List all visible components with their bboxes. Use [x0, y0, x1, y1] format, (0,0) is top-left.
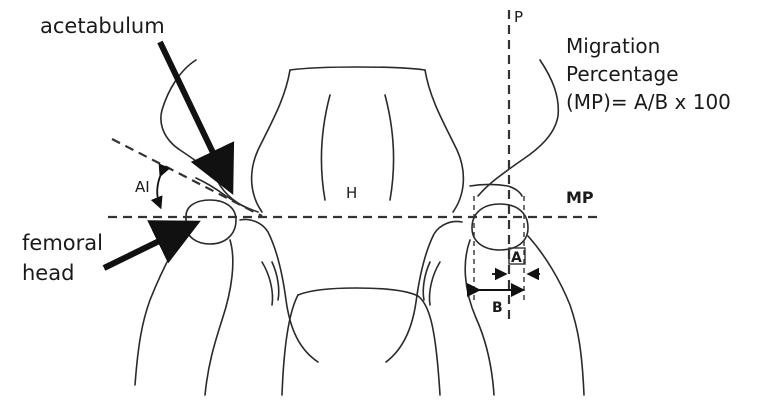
femoral-head-pointer-arrow	[104, 226, 190, 268]
femoral-head-label-line1: femoral	[22, 231, 103, 255]
right-femur-inner	[465, 240, 494, 395]
p-line-label: P	[514, 8, 523, 26]
left-femoral-head-shape	[186, 200, 236, 244]
pubic-body-left	[282, 295, 298, 395]
pelvis-outline	[135, 60, 584, 395]
ai-label: AI	[135, 178, 150, 196]
pubic-body	[298, 288, 440, 395]
sacrum-inner-right	[385, 95, 394, 200]
right-acetabular-roof	[470, 185, 522, 197]
a-label: A	[511, 250, 522, 266]
sacrum-left-edge	[252, 70, 290, 212]
right-femur-outer	[528, 236, 584, 395]
sacrum-right-edge	[425, 70, 463, 212]
sacrum-top	[290, 67, 425, 70]
h-line-label: H	[346, 184, 357, 202]
right-obturator	[429, 262, 440, 305]
formula-line2: Percentage	[566, 62, 679, 86]
acetabulum-pointer-arrow	[160, 42, 228, 184]
sacrum-inner-left	[321, 95, 330, 200]
b-label: B	[492, 300, 503, 316]
mp-line-label: MP	[566, 188, 594, 207]
ai-angle-arrow	[157, 174, 161, 206]
right-femoral-head-shape	[472, 204, 528, 250]
left-femur	[135, 230, 186, 385]
left-obturator	[262, 262, 273, 305]
femoral-head-label-line2: head	[22, 261, 74, 285]
measurement-lines	[108, 10, 598, 325]
formula-line3: (MP)= A/B x 100	[566, 90, 731, 114]
acetabulum-label: acetabulum	[40, 14, 165, 38]
formula-line1: Migration	[566, 34, 660, 58]
right-ilium	[478, 60, 558, 196]
labels: acetabulum femoral head AI H P MP A B Mi…	[22, 8, 731, 316]
left-femur-inner	[205, 240, 233, 395]
